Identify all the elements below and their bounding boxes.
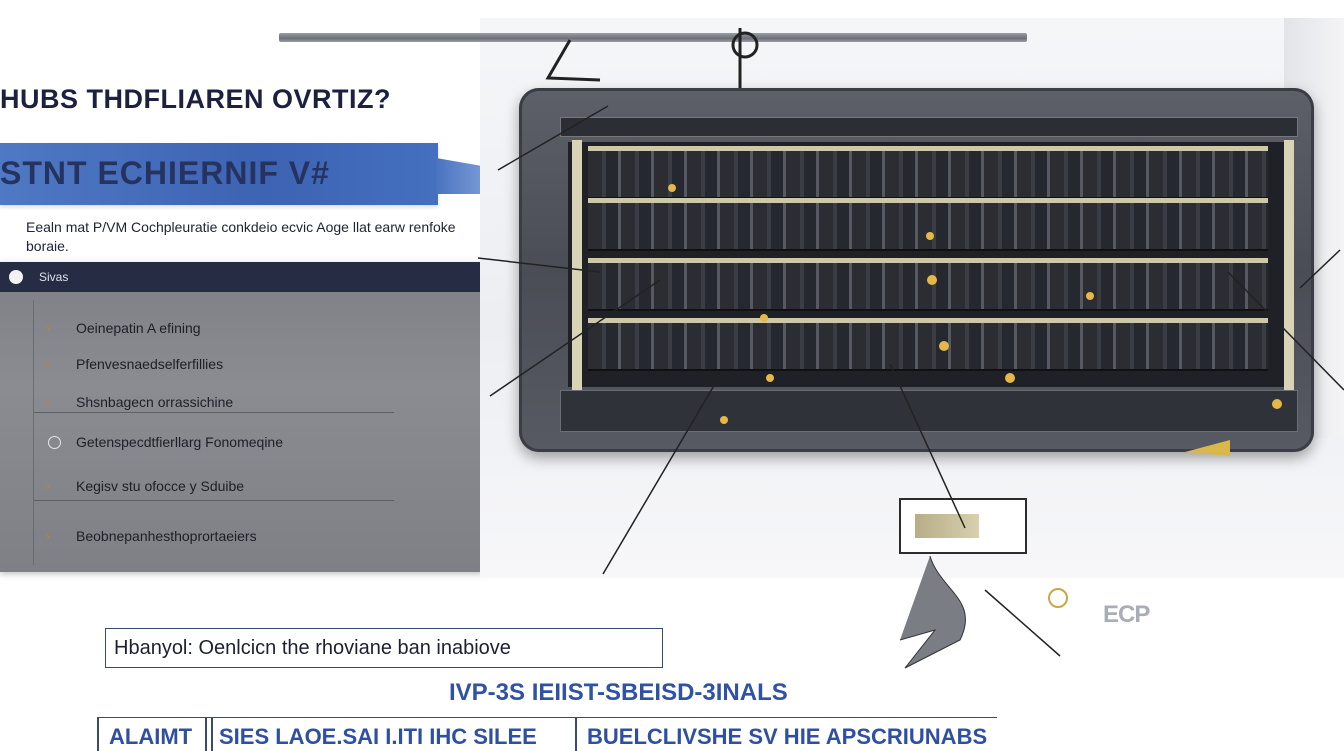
- section-banner: STNT ECHIERNIF V#: [0, 143, 438, 205]
- arrow-bullet-icon: ›: [46, 395, 50, 409]
- panel-item[interactable]: › Beobnepanhesthoprortaeiers: [0, 518, 483, 554]
- status-light: [1272, 399, 1282, 409]
- table-cell: BUELCLIVSHE SV HIE APSCRIUNABS: [587, 724, 988, 749]
- leader-line: [489, 279, 661, 397]
- panel-item[interactable]: › Shsnbagecn orrassichine: [0, 384, 483, 420]
- rack-shelf: [588, 198, 1268, 251]
- leader-line: [1227, 271, 1344, 391]
- figure-caption-box: Hbanyol: Oenlcicn the rhoviane ban inabi…: [105, 628, 663, 668]
- rack-post-right: [1284, 140, 1294, 390]
- panel-item-label: Beobnepanhesthoprortaeiers: [76, 528, 257, 544]
- rack-shelf: [588, 318, 1268, 371]
- panel-item[interactable]: Getenspecdtfierllarg Fonomeqine: [0, 424, 483, 460]
- panel-vertical-rule: [33, 300, 34, 565]
- hanger-bracket: [545, 39, 601, 82]
- page-headline: HUBS THDFLIAREN OVRTIZ?: [0, 84, 391, 114]
- status-light: [927, 275, 937, 285]
- table-cell: ALAIMT: [109, 724, 193, 749]
- panel-divider: [34, 500, 394, 501]
- panel-item[interactable]: › Kegisv stu ofocce y Sduibe: [0, 468, 483, 504]
- panel-item-label: Oeinepatin A efining: [76, 320, 201, 336]
- options-panel-title: Sivas: [39, 270, 69, 284]
- arrow-bullet-icon: ›: [46, 479, 50, 493]
- options-panel-header[interactable]: Sivas: [0, 262, 483, 292]
- table-divider: [97, 718, 99, 751]
- status-light: [760, 314, 768, 322]
- status-light: [766, 374, 774, 382]
- gear-icon: [1048, 588, 1068, 608]
- ceiling-rail: [279, 33, 1027, 42]
- cable-bundle-icon: [899, 555, 966, 669]
- rack-shelf: [588, 146, 1268, 199]
- arrow-bullet-icon: ›: [46, 357, 50, 371]
- leader-line: [497, 105, 609, 171]
- panel-item-label: Kegisv stu ofocce y Sduibe: [76, 478, 245, 494]
- rack-bottom-panel: [560, 390, 1298, 432]
- section-banner-text: STNT ECHIERNIF V#: [0, 155, 330, 191]
- panel-item[interactable]: › Pfenvesnaedselferfillies: [0, 346, 483, 382]
- status-light: [1086, 292, 1094, 300]
- leader-line: [889, 363, 966, 529]
- ring-bullet-icon: [48, 436, 61, 449]
- rack-shelf: [588, 258, 1268, 311]
- rack-post-left: [572, 140, 582, 390]
- section-subheading: IVP-3S IEIIST-SBEISD-3INALS: [449, 679, 788, 706]
- callout-detail-module: [915, 514, 979, 538]
- status-light: [720, 416, 728, 424]
- arrow-bullet-icon: ›: [46, 321, 50, 335]
- leader-line: [1299, 249, 1341, 289]
- table-cell: SIES LAOE.SAI I.ITI IHC SILEE: [219, 724, 537, 749]
- panel-divider: [34, 412, 394, 413]
- leader-line: [477, 257, 601, 273]
- panel-item-label: Shsnbagecn orrassichine: [76, 394, 234, 410]
- table-divider: [211, 718, 213, 751]
- status-light: [926, 232, 934, 240]
- rack-top-panel: [560, 117, 1298, 137]
- panel-item-label: Pfenvesnaedselferfillies: [76, 356, 224, 372]
- leader-line: [984, 589, 1061, 657]
- leader-line: [602, 371, 723, 575]
- table-divider: [205, 718, 207, 751]
- status-light: [1005, 373, 1015, 383]
- footer-table-row: ALAIMT SIES LAOE.SAI I.ITI IHC SILEE BUE…: [97, 717, 997, 751]
- options-panel: Sivas › Oeinepatin A efining › Pfenvesna…: [0, 262, 483, 572]
- panel-item-label: Getenspecdtfierllarg Fonomeqine: [76, 434, 284, 450]
- radio-dot-icon: [9, 270, 23, 284]
- panel-item[interactable]: › Oeinepatin A efining: [0, 310, 483, 346]
- table-divider: [575, 718, 577, 751]
- arrow-bullet-icon: ›: [46, 529, 50, 543]
- intro-text: Eealn mat P/VM Cochpleuratie conkdeio ec…: [26, 219, 456, 254]
- floor-highlight: [1185, 440, 1230, 456]
- status-light: [668, 184, 676, 192]
- brand-logo: ECP: [1103, 601, 1150, 628]
- status-light: [939, 341, 949, 351]
- hanger-clamp: [731, 31, 759, 59]
- callout-detail-box: [899, 498, 1027, 554]
- figure-caption: Hbanyol: Oenlcicn the rhoviane ban inabi…: [114, 637, 511, 659]
